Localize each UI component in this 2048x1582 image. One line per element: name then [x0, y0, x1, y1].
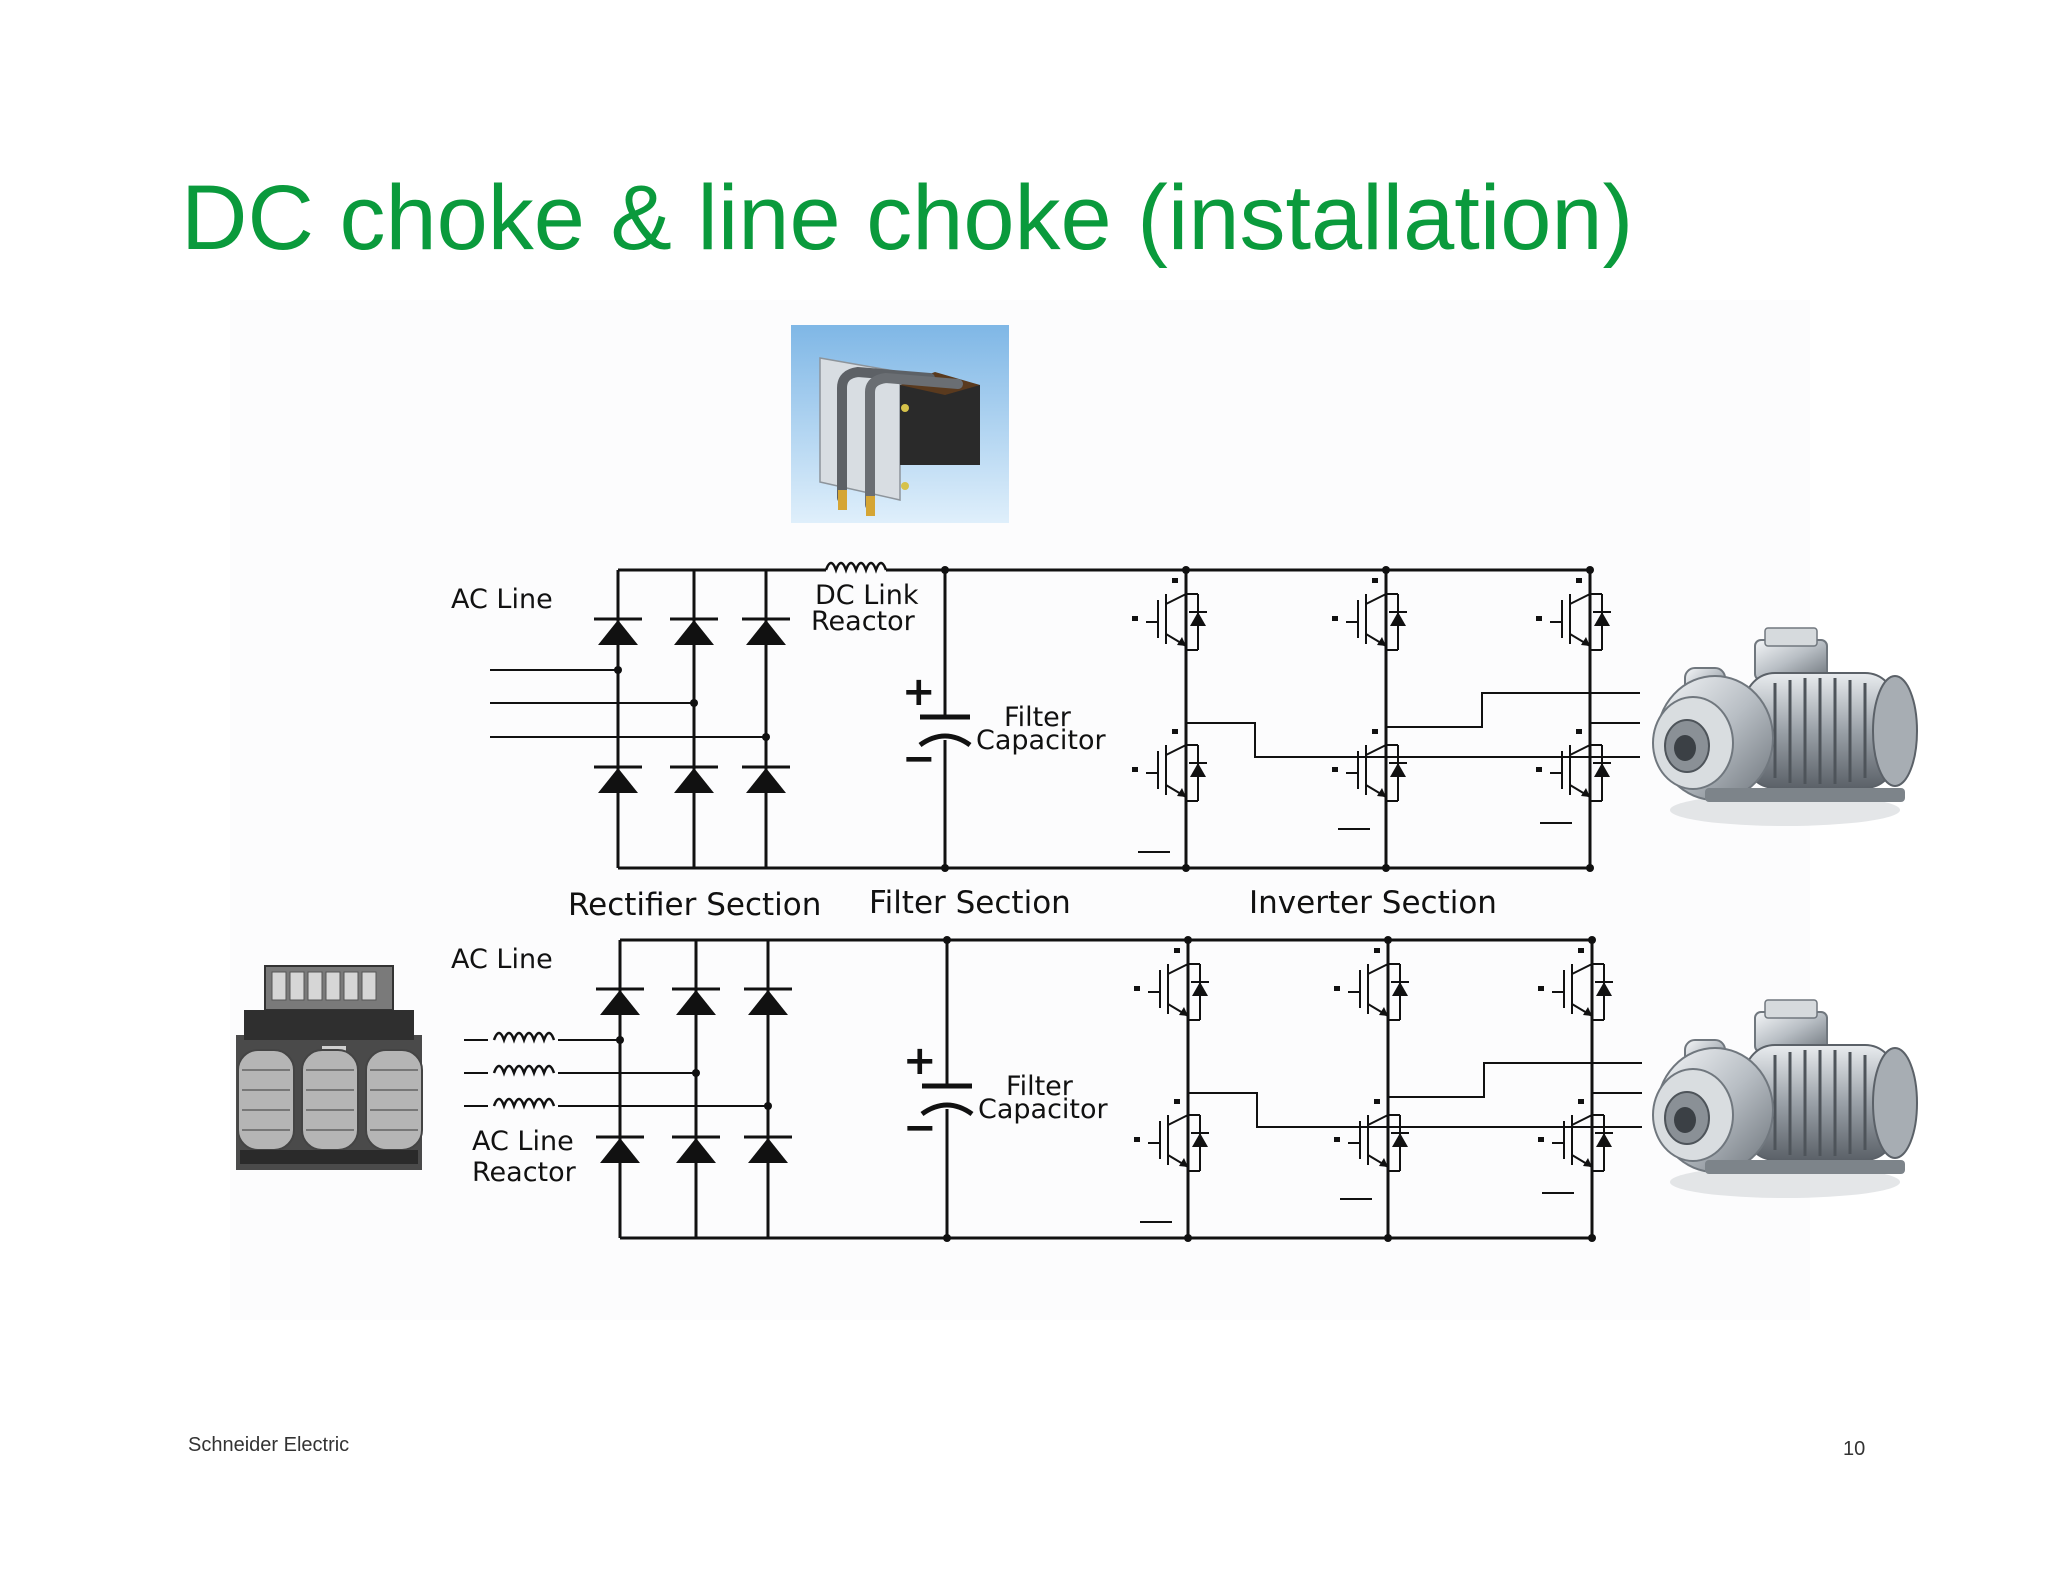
plus-sign-bottom: +: [903, 1038, 937, 1084]
top-circuit: AC Line DC Link Reactor Filter Capacitor…: [451, 561, 1640, 872]
plus-sign: +: [902, 669, 936, 715]
inverter-section-label: Inverter Section: [1249, 885, 1497, 921]
ac-line-label-bottom: AC Line: [451, 944, 553, 975]
page-number: 10: [1843, 1438, 1866, 1460]
rectifier-section-label: Rectifier Section: [568, 887, 821, 923]
filter-label-bottom: Filter: [1006, 1071, 1074, 1102]
minus-sign-bottom: −: [903, 1105, 937, 1151]
capacitor-label-bottom: Capacitor: [978, 1094, 1109, 1125]
dc-link-label: DC Link: [815, 580, 919, 611]
dc-choke-photo: [791, 325, 1009, 523]
ac-line-label: AC Line: [451, 584, 553, 615]
three-phase-line-reactor-photo: [236, 965, 423, 1170]
minus-sign: −: [902, 736, 936, 782]
footer-company-name: Schneider Electric: [188, 1434, 350, 1456]
filter-section-label: Filter Section: [869, 885, 1071, 921]
reactor-label: Reactor: [811, 606, 916, 637]
slide-title: DC choke & line choke (installation): [181, 167, 1634, 269]
ac-line-reactor-label-line1: AC Line: [472, 1126, 574, 1157]
filter-label: Filter: [1004, 702, 1072, 733]
capacitor-label: Capacitor: [976, 725, 1107, 756]
bottom-circuit: AC Line AC Line Reactor Filter Capacitor…: [451, 936, 1642, 1242]
ac-line-reactor-label-line2: Reactor: [472, 1157, 577, 1188]
